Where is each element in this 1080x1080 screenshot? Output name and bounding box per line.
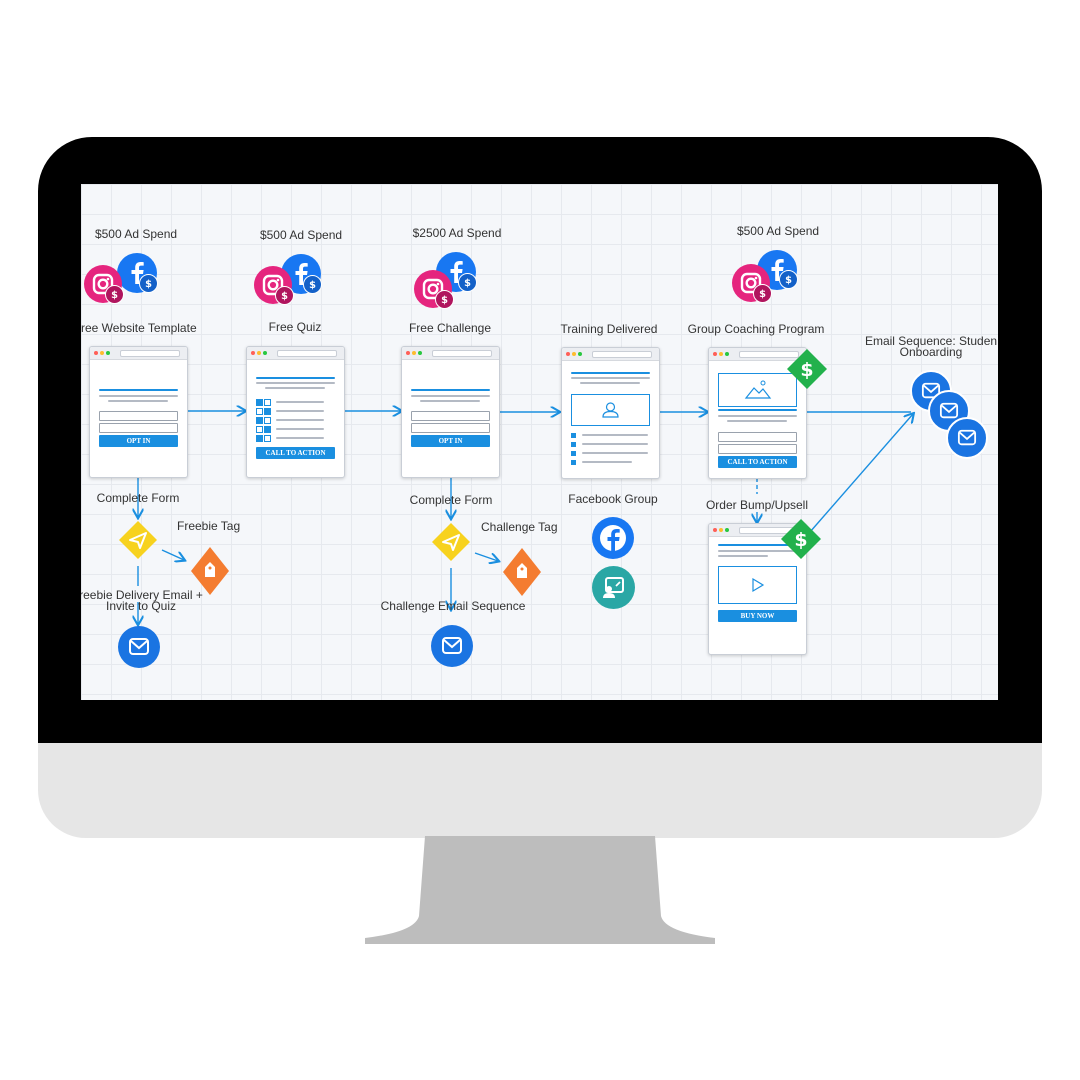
svg-text:$: $ [281, 291, 288, 302]
branch-label: Facebook Group [568, 492, 658, 506]
optin-page[interactable]: OPT IN [89, 346, 188, 478]
video-placeholder [571, 394, 650, 426]
user-icon [602, 402, 619, 418]
svg-text:$: $ [441, 295, 448, 306]
dollar-icon: $ [753, 284, 772, 303]
ad-spend-label: $2500 Ad Spend [412, 226, 502, 240]
dollar-icon: $ [458, 273, 477, 292]
payment-icon[interactable]: $ [786, 348, 828, 390]
svg-text:$: $ [145, 279, 152, 290]
svg-text:$: $ [464, 278, 471, 289]
buy-now-button[interactable]: BUY NOW [718, 610, 797, 622]
dollar-icon: $ [435, 290, 454, 309]
branch-label: Challenge Email Sequence [380, 599, 526, 613]
funnel-canvas[interactable]: $500 Ad Spend $500 Ad Spend $2500 Ad Spe… [81, 184, 998, 700]
video-placeholder [718, 566, 797, 604]
step-title: Group Coaching Program [687, 322, 825, 336]
svg-text:$: $ [785, 275, 792, 286]
form-submit-icon[interactable] [431, 522, 471, 562]
branch-label: Complete Form [96, 491, 180, 505]
call-to-action-button[interactable]: CALL TO ACTION [718, 456, 797, 468]
ad-source-cluster[interactable]: $ $ [731, 248, 811, 308]
dollar-icon: $ [139, 274, 158, 293]
dollar-icon: $ [779, 270, 798, 289]
call-to-action-button[interactable]: CALL TO ACTION [256, 447, 335, 459]
image-icon [744, 380, 772, 399]
tag-icon[interactable] [502, 547, 542, 597]
dollar-icon: $ [105, 285, 124, 304]
email-icon[interactable] [431, 625, 473, 667]
order-bump-page[interactable]: BUY NOW [708, 523, 807, 655]
email-icon[interactable] [946, 417, 988, 459]
ad-source-cluster[interactable]: $ $ [253, 252, 333, 312]
tag-icon[interactable] [190, 546, 230, 596]
facebook-icon[interactable] [592, 517, 634, 559]
ad-spend-label: $500 Ad Spend [94, 227, 178, 241]
ad-source-cluster[interactable]: $ $ [413, 250, 493, 310]
svg-text:$: $ [309, 280, 316, 291]
monitor-chin [38, 743, 1042, 838]
payment-icon[interactable]: $ [780, 518, 822, 560]
branch-label: Freebie Tag [177, 519, 241, 533]
ad-source-cluster[interactable]: $ $ [83, 251, 163, 311]
dollar-icon: $ [303, 275, 322, 294]
ad-spend-label: $500 Ad Spend [259, 228, 343, 242]
email-icon[interactable] [118, 626, 160, 668]
branch-label: Challenge Tag [481, 520, 558, 534]
training-page[interactable] [561, 347, 660, 479]
play-icon [752, 577, 765, 593]
opt-in-button[interactable]: OPT IN [411, 435, 490, 447]
svg-text:$: $ [800, 359, 813, 381]
challenge-optin-page[interactable]: OPT IN [401, 346, 500, 478]
step-title: Email Sequence: Studen Onboarding [864, 334, 998, 359]
funnel-connectors [81, 184, 998, 700]
svg-text:$: $ [111, 290, 118, 301]
dollar-icon: $ [275, 286, 294, 305]
step-title: Free Challenge [408, 321, 492, 335]
image-placeholder [718, 373, 797, 407]
svg-text:$: $ [794, 529, 807, 551]
step-title: ree Website Template [81, 321, 197, 335]
community-icon[interactable] [592, 566, 635, 609]
monitor-stand [365, 836, 715, 944]
svg-text:$: $ [759, 289, 766, 300]
quiz-page[interactable]: CALL TO ACTION [246, 346, 345, 478]
step-title: Free Quiz [268, 320, 322, 334]
branch-label: reebie Delivery Email + Invite to Quiz [81, 588, 203, 613]
ad-spend-label: $500 Ad Spend [736, 224, 820, 238]
branch-label: Order Bump/Upsell [705, 498, 809, 512]
opt-in-button[interactable]: OPT IN [99, 435, 178, 447]
branch-label: Complete Form [409, 493, 493, 507]
form-submit-icon[interactable] [118, 520, 158, 560]
step-title: Training Delivered [560, 322, 658, 336]
